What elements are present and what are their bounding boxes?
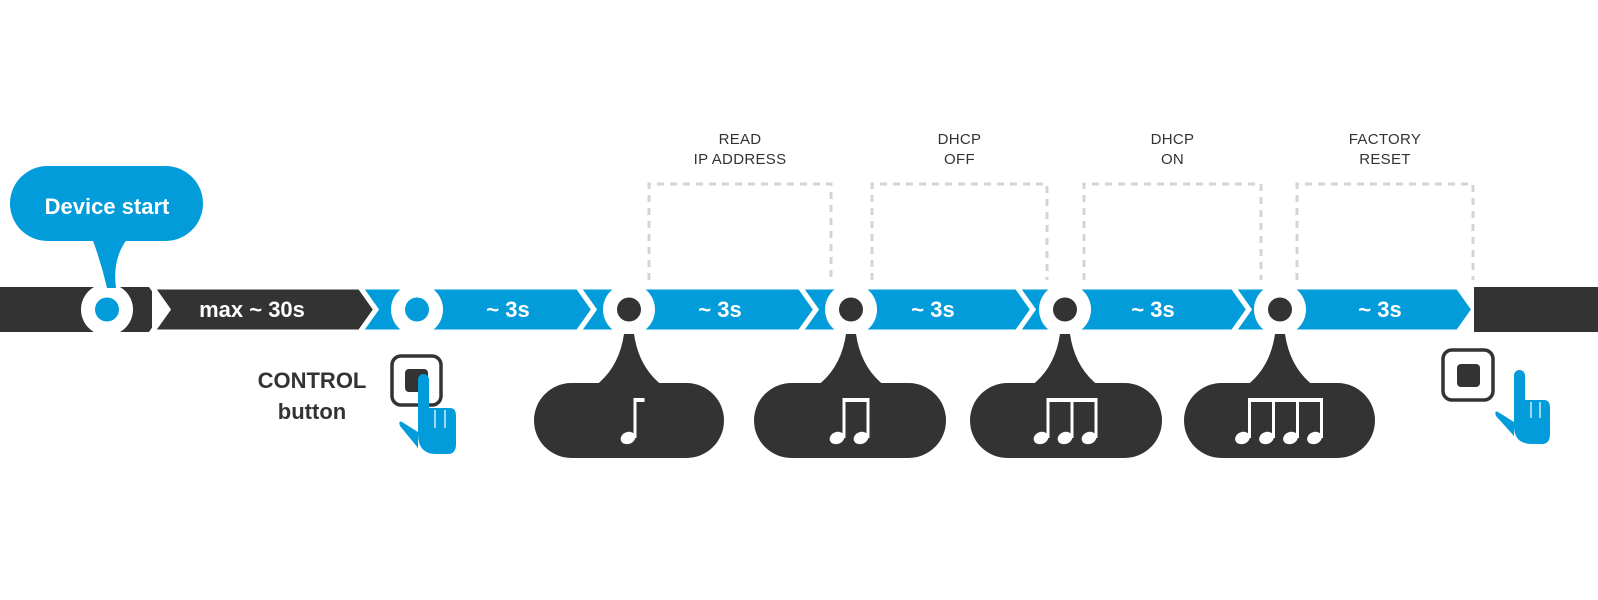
segment-duration-label: ~ 3s bbox=[486, 297, 529, 322]
mode-dashed-box bbox=[647, 182, 833, 280]
beep-bubble-3 bbox=[970, 334, 1162, 458]
timeline-marker-2 bbox=[391, 283, 443, 336]
mode-label-line2: OFF bbox=[944, 151, 975, 168]
note-icon bbox=[620, 398, 645, 445]
segment-duration-label: max ~ 30s bbox=[199, 297, 305, 322]
beep-bubble-1 bbox=[534, 334, 724, 458]
note-icon bbox=[829, 398, 870, 445]
mode-label-line1: FACTORY bbox=[1349, 131, 1421, 148]
beep-bubble-4 bbox=[1184, 334, 1375, 458]
finger-press-icon bbox=[399, 374, 456, 454]
beep-bubbles bbox=[534, 334, 1375, 458]
segment-duration-label: ~ 3s bbox=[698, 297, 741, 322]
mode-dashed-box bbox=[870, 182, 1049, 280]
control-subtitle: button bbox=[278, 399, 346, 424]
segment-duration-label: ~ 3s bbox=[911, 297, 954, 322]
timeline-marker-5 bbox=[1039, 283, 1091, 336]
timeline-marker-4 bbox=[825, 283, 877, 336]
control-title: CONTROL bbox=[258, 368, 367, 393]
mode-label-line1: DHCP bbox=[938, 131, 982, 148]
control-button-icon bbox=[390, 354, 443, 407]
segment-duration-label: ~ 3s bbox=[1131, 297, 1174, 322]
mode-label-line2: IP ADDRESS bbox=[694, 151, 787, 168]
mode-label-line1: DHCP bbox=[1151, 131, 1195, 148]
device-start-label: Device start bbox=[45, 194, 170, 219]
mode-2: DHCP OFF bbox=[870, 131, 1049, 280]
timeline-end-bar bbox=[1474, 287, 1598, 332]
mode-3: DHCP ON bbox=[1082, 131, 1263, 280]
mode-dashed-box bbox=[1295, 182, 1475, 280]
timeline-marker-1 bbox=[81, 283, 133, 336]
timeline-markers bbox=[81, 283, 1306, 336]
mode-label-line1: READ bbox=[719, 131, 762, 148]
mode-dashed-box bbox=[1082, 182, 1263, 280]
device-start-bubble: Device start bbox=[10, 166, 203, 288]
segment-duration-label: ~ 3s bbox=[1358, 297, 1401, 322]
mode-1: READ IP ADDRESS bbox=[647, 131, 833, 280]
mode-label-line2: ON bbox=[1161, 151, 1184, 168]
mode-labels: READ IP ADDRESS DHCP OFF DHCP ON FACTORY RESET bbox=[647, 131, 1475, 280]
note-icon bbox=[1033, 398, 1098, 445]
beep-bubble-2 bbox=[754, 334, 946, 458]
finger-press-icon bbox=[1495, 370, 1550, 444]
control-button-icon bbox=[1441, 348, 1495, 402]
mode-label-line2: RESET bbox=[1359, 151, 1411, 168]
timeline-segment-1: max ~ 30s bbox=[147, 284, 380, 335]
timeline-marker-3 bbox=[603, 283, 655, 336]
mode-4: FACTORY RESET bbox=[1295, 131, 1475, 280]
note-icon bbox=[1235, 398, 1323, 445]
timeline-marker-6 bbox=[1254, 283, 1306, 336]
